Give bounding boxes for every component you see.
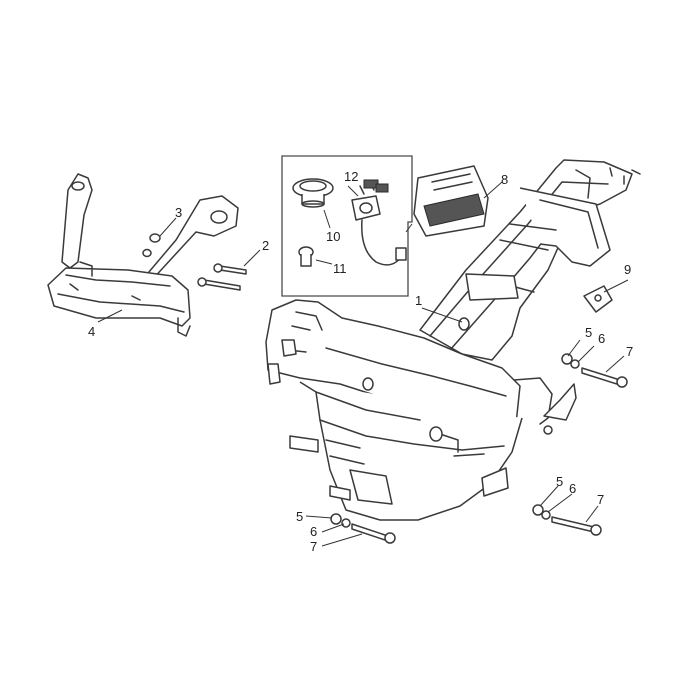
hardware-set-right-lower: [532, 504, 602, 536]
callout-6-upper: 6: [598, 331, 605, 346]
callout-5-left: 5: [296, 509, 303, 524]
callout-7-right: 7: [597, 492, 604, 507]
callout-6-right: 6: [569, 481, 576, 496]
callout-4: 4: [88, 324, 95, 339]
main-frame: [265, 159, 641, 521]
callout-5-upper: 5: [585, 325, 592, 340]
callout-6-left: 6: [310, 524, 317, 539]
hardware-set-right-upper: [561, 353, 628, 388]
ignition-inset: [281, 155, 413, 297]
hardware-set-left-lower: [330, 513, 396, 544]
callout-10: 10: [326, 229, 340, 244]
callout-5-right: 5: [556, 474, 563, 489]
callout-9: 9: [624, 262, 631, 277]
callout-7-upper: 7: [626, 344, 633, 359]
callout-2: 2: [262, 238, 269, 253]
callout-7-left: 7: [310, 539, 317, 554]
callout-3: 3: [175, 205, 182, 220]
callout-12: 12: [344, 169, 358, 184]
callout-1: 1: [415, 293, 422, 308]
callout-11: 11: [333, 261, 347, 276]
callouts: 1 2 3 4 5 6 7 8 9 10 11 12 5 6 7 5 6 7: [88, 169, 633, 554]
front-bracket: [47, 173, 239, 337]
callout-8: 8: [501, 172, 508, 187]
bracket-hardware: [142, 233, 247, 291]
leader-lines: [97, 181, 629, 547]
ecu-box: [413, 165, 489, 237]
